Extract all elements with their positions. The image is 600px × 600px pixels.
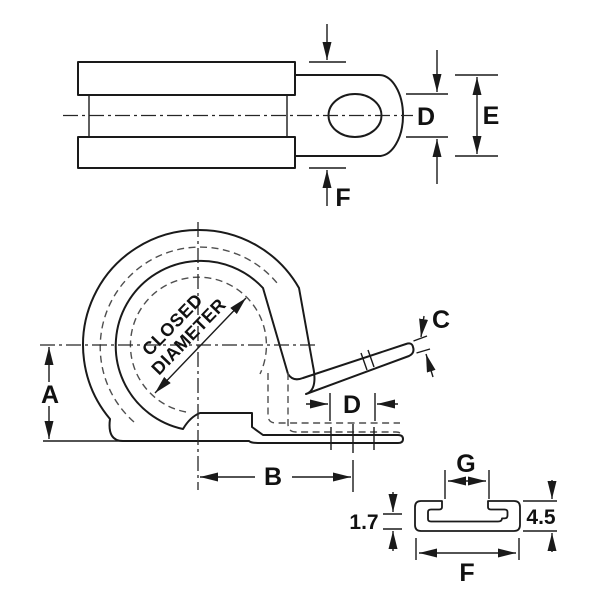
hidden-cushion-inner-arc bbox=[129, 276, 268, 413]
tab-hole-mark-1 bbox=[360, 352, 368, 371]
profile-view: CLOSED DIAMETER A B C D bbox=[40, 222, 450, 492]
closed-diameter-dim-line bbox=[154, 297, 247, 394]
top-view: F D E bbox=[63, 24, 499, 212]
clamp-band-outline bbox=[82, 228, 415, 444]
dim-c-arrow-upper bbox=[419, 315, 429, 338]
dim-c-stub-lower bbox=[416, 348, 431, 354]
dim-c-arrow-lower bbox=[425, 353, 436, 378]
dim-label-d-top: D bbox=[417, 103, 435, 131]
dim-label-f-section: F bbox=[459, 559, 474, 587]
channel-cross-section bbox=[414, 500, 521, 532]
hidden-cushion-edge-1 bbox=[267, 373, 400, 424]
dim-label-g: G bbox=[456, 450, 475, 478]
dim-label-c: C bbox=[432, 306, 450, 334]
dim-label-d-profile: D bbox=[343, 391, 361, 419]
cushion-lower-strip bbox=[77, 136, 296, 169]
hidden-cushion-outer-arc bbox=[99, 246, 278, 423]
section-view: G 4.5 1.7 F bbox=[349, 450, 557, 587]
dim-c-stub-upper bbox=[413, 335, 428, 342]
hidden-cushion-edge-2 bbox=[287, 373, 403, 438]
dim-label-e: E bbox=[483, 102, 500, 130]
dim-label-b: B bbox=[264, 463, 282, 491]
tab-hole-mark-2 bbox=[367, 349, 375, 368]
dim-label-a: A bbox=[41, 381, 59, 409]
cushion-upper-strip bbox=[77, 61, 296, 96]
dim-label-17: 1.7 bbox=[349, 511, 378, 534]
dim-label-45: 4.5 bbox=[526, 506, 556, 529]
dim-label-f-top: F bbox=[335, 184, 350, 212]
